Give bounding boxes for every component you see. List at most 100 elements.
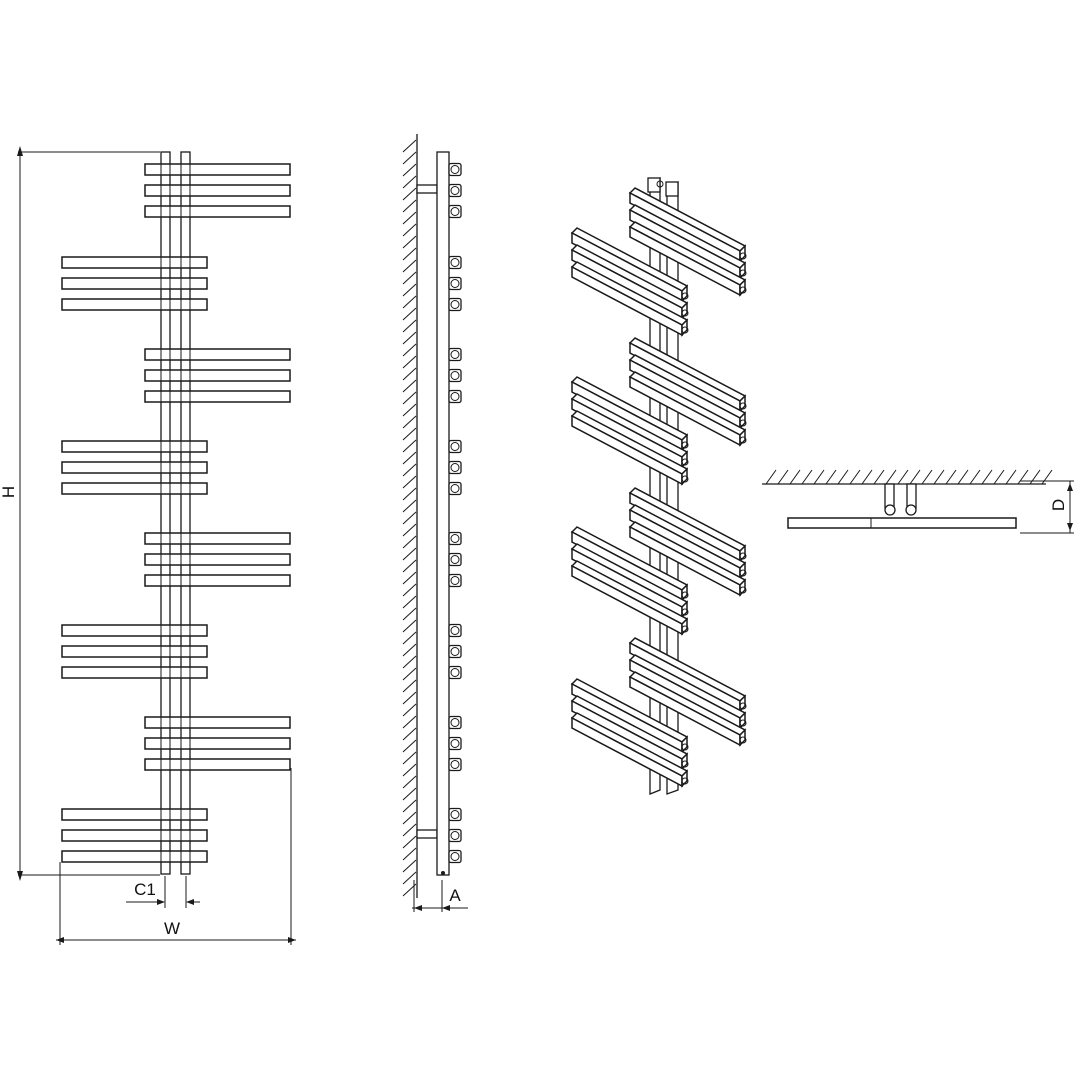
side-bar-end [448,368,462,383]
iso-right-group [628,187,747,297]
front-bar [144,716,291,729]
front-bar [61,256,208,269]
side-bar-end [448,162,462,177]
side-brackets [416,184,438,839]
iso-right-group [628,637,747,747]
side-view [402,134,462,898]
side-bar-end [448,644,462,659]
iso-bar [628,337,747,413]
front-bar [144,553,291,566]
iso-bar [628,654,747,730]
side-bar-end [448,531,462,546]
side-bar-end [448,623,462,638]
front-bar [61,277,208,290]
iso-left-group [570,526,689,636]
front-bar [144,574,291,587]
front-bar [61,829,208,842]
iso-bar [628,671,747,747]
front-bar [61,482,208,495]
iso-right-group [628,487,747,597]
side-bar-end [448,849,462,864]
iso-bar [570,376,689,452]
side-bar-end [448,828,462,843]
front-bar-group [144,348,291,403]
side-bar-end [448,276,462,291]
side-bar-end [448,573,462,588]
iso-bar [570,244,689,320]
front-bar [61,850,208,863]
iso-bar [628,637,747,713]
side-bar-end [448,807,462,822]
side-wall-hatching [402,139,417,897]
d-label: D [1049,499,1068,511]
width-dimension: W [56,768,296,945]
side-bar-end [448,481,462,496]
front-bar [61,624,208,637]
front-bar-group [144,716,291,771]
c1-dimension: C1 [126,876,200,908]
height-label: H [0,486,18,498]
side-bar-end [448,736,462,751]
iso-left-group [570,678,689,788]
front-bar [144,205,291,218]
iso-bar [570,261,689,337]
height-dimension: H [0,146,160,881]
top-brackets [884,483,917,516]
side-bar-end [448,347,462,362]
isometric-view [570,177,747,795]
front-view [61,151,291,875]
front-bar-groups [61,163,291,863]
side-bar-ends [448,162,462,864]
iso-bar [628,521,747,597]
side-bar-end [448,389,462,404]
side-bar-end [448,297,462,312]
bottom-wall-bracket [416,829,438,839]
front-bar [144,737,291,750]
side-bar-end [448,255,462,270]
right-collector-pipe [180,151,191,875]
iso-right-group [628,337,747,447]
iso-left-group [570,376,689,486]
front-bar [144,390,291,403]
front-bar-group [61,808,208,863]
iso-bar-groups [570,187,747,788]
iso-bar [570,526,689,602]
front-bar [61,666,208,679]
front-vertical-collectors [160,151,191,875]
front-bar-group [144,163,291,218]
iso-bar [570,227,689,303]
side-collector [436,151,450,876]
iso-left-group [570,227,689,337]
front-bar [144,163,291,176]
top-wall-hatching [765,469,1053,485]
front-bar [144,369,291,382]
front-bar [144,758,291,771]
front-bar [144,532,291,545]
iso-bar [570,560,689,636]
iso-bar [570,410,689,486]
iso-collectors [647,177,679,795]
iso-bar [628,204,747,280]
front-bar [61,645,208,658]
d-dimension: D [1020,480,1074,534]
a-dimension: A [412,880,468,912]
iso-bar [570,678,689,754]
iso-bar [628,504,747,580]
iso-bar [570,393,689,469]
a-label: A [449,886,461,905]
front-bar [144,348,291,361]
side-bar-end [448,439,462,454]
top-bar [787,517,1017,529]
front-bar [61,440,208,453]
iso-bar [570,543,689,619]
top-wall-bracket [416,184,438,194]
c1-label: C1 [134,880,156,899]
iso-bar [570,712,689,788]
front-bar [61,808,208,821]
front-bar [144,184,291,197]
top-view [762,469,1053,529]
front-bar-group [61,440,208,495]
iso-bar [628,354,747,430]
front-bar [61,298,208,311]
